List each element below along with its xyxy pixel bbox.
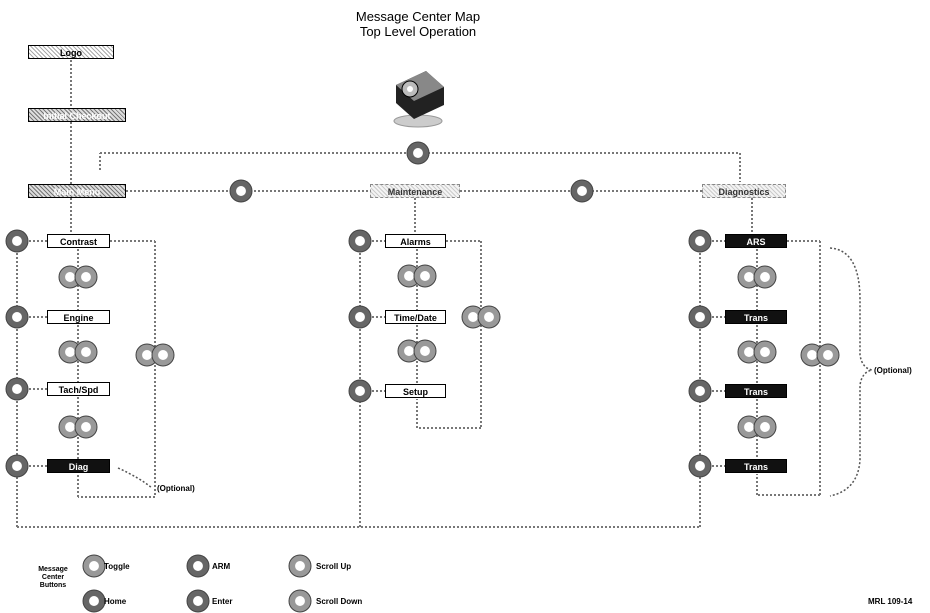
figure-id: MRL 109-14	[868, 597, 913, 606]
optional-label-left: (Optional)	[157, 484, 195, 493]
legend-label-home: Home	[104, 597, 127, 606]
enter-button-icon-center-2	[348, 379, 372, 403]
scroll-pair-center-outer-down	[477, 305, 501, 329]
enter-button-icon-left-1	[5, 305, 29, 329]
scroll-pair-left-outer-up	[135, 343, 159, 367]
legend-home-icon	[82, 589, 106, 613]
enter-button-icon-center-1	[348, 305, 372, 329]
legend-label-scroll-down: Scroll Down	[316, 597, 363, 606]
title-line-2: Top Level Operation	[359, 24, 477, 39]
enter-button-icon-left-3	[5, 454, 29, 478]
legend-label-scroll-up: Scroll Up	[316, 562, 352, 571]
enter-button-icon-right-2	[688, 379, 712, 403]
right-node-1: ARS	[725, 234, 787, 248]
legend-label-arm: ARM	[212, 562, 231, 571]
timedate-node: Time/Date	[385, 310, 446, 324]
right-menu-node: Diagnostics	[702, 184, 786, 198]
right-node-2: Trans	[725, 310, 787, 324]
legend-label-enter: Enter	[212, 597, 233, 606]
legend-arm-icon	[186, 554, 210, 578]
right-node-4: Trans	[725, 459, 787, 473]
main-menu-node: Main Menu	[28, 184, 126, 198]
scroll-pair-left-0-down	[74, 265, 98, 289]
diagram-title: Message Center Map Top Level Operation	[318, 9, 518, 39]
left-dark-node: Diag	[47, 459, 110, 473]
enter-button-icon-right-3	[688, 454, 712, 478]
legend-heading: Message Center Buttons	[38, 566, 68, 589]
enter-button-icon-right-0	[688, 229, 712, 253]
legend-enter-icon	[186, 589, 210, 613]
arm-button-icon	[229, 179, 253, 203]
scroll-pair-right-outer-down	[816, 343, 840, 367]
legend-label-toggle: Toggle	[104, 562, 130, 571]
setup-node: Setup	[385, 384, 446, 398]
legend-toggle-icon	[82, 554, 106, 578]
enter-button-icon-right-1	[688, 305, 712, 329]
logo-node: Logo	[28, 45, 114, 59]
scroll-pair-center-0-down	[413, 264, 437, 288]
engine-node: Engine	[47, 310, 110, 324]
scroll-pair-right-outer-up	[800, 343, 824, 367]
enter-button-icon-left-0	[5, 229, 29, 253]
scroll-pair-right-2-down	[753, 415, 777, 439]
right-node-3: Trans	[725, 384, 787, 398]
scroll-pair-left-1-up	[58, 340, 82, 364]
system-check-node: Initial Checkout	[28, 108, 126, 122]
scroll-pair-left-1-down	[74, 340, 98, 364]
optional-label-right: (Optional)	[874, 366, 912, 375]
alarms-node: Alarms	[385, 234, 446, 248]
scroll-pair-center-1-down	[413, 339, 437, 363]
tachspd-node: Tach/Spd	[47, 382, 110, 396]
contrast-node: Contrast	[47, 234, 110, 248]
scroll-pair-left-0-up	[58, 265, 82, 289]
scroll-pair-right-1-down	[753, 340, 777, 364]
legend-scroll-up-icon	[288, 554, 312, 578]
home-button-icon	[406, 141, 430, 165]
arm-button-icon-2	[570, 179, 594, 203]
scroll-pair-center-1-up	[397, 339, 421, 363]
legend-scroll-down-icon	[288, 589, 312, 613]
scroll-pair-left-outer-down	[151, 343, 175, 367]
scroll-pair-center-outer-up	[461, 305, 485, 329]
scroll-pair-right-1-up	[737, 340, 761, 364]
title-line-1: Message Center Map	[355, 9, 481, 24]
enter-button-icon-left-2	[5, 377, 29, 401]
center-menu-node: Maintenance	[370, 184, 460, 198]
scroll-pair-left-2-down	[74, 415, 98, 439]
scroll-pair-right-0-down	[753, 265, 777, 289]
enter-button-icon-center-0	[348, 229, 372, 253]
